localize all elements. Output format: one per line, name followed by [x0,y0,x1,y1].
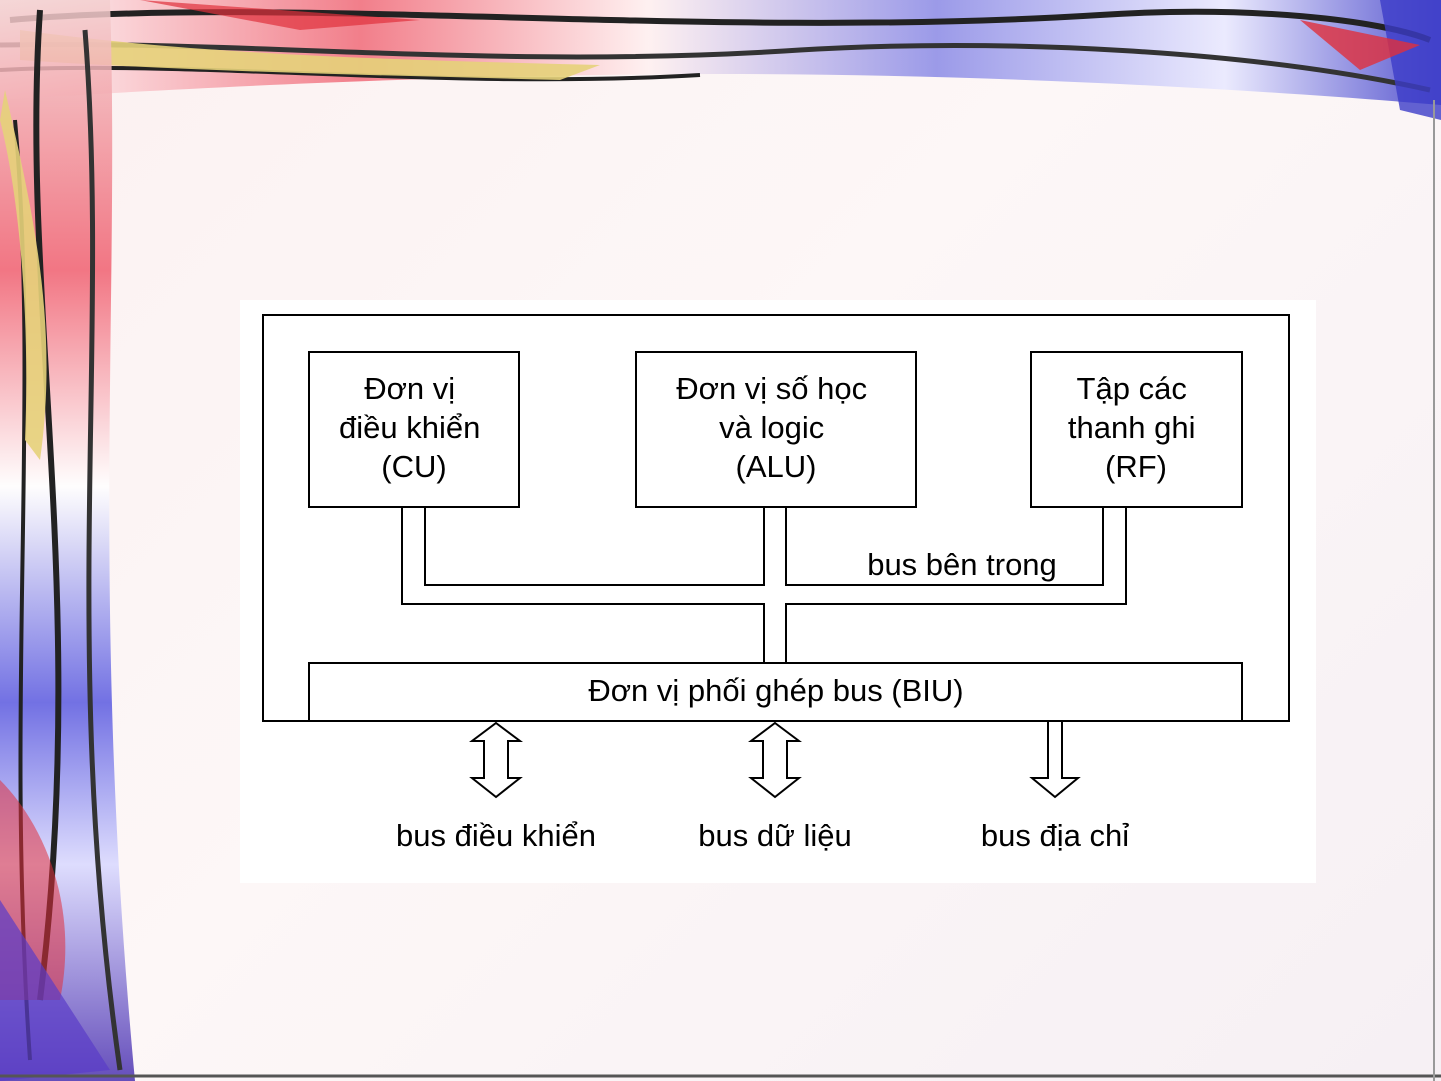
alu-label-line-2: và logic [719,410,824,445]
rf-label-line-2: thanh ghi [1068,410,1196,445]
data-bus-arrow [751,723,799,797]
rf-label-line-1: Tập các [1077,371,1187,406]
internal-bus-label: bus bên trong [867,547,1057,582]
data-bus-label: bus dữ liệu [698,818,851,853]
internal-bus [402,507,1126,663]
address-bus-arrow [1032,721,1078,797]
alu-label-line-3: (ALU) [736,449,817,484]
address-bus-label: bus địa chỉ [981,818,1129,853]
control-bus-arrow [472,723,520,797]
alu-label-line-1: Đơn vị số học [676,371,867,406]
cu-label-line-1: Đơn vị [364,371,455,406]
cpu-block-diagram: Đơn vị điều khiển (CU) Đơn vị số học và … [240,300,1316,883]
control-bus-label: bus điều khiển [396,818,596,853]
cu-label-line-2: điều khiển [339,410,480,445]
cu-label-line-3: (CU) [381,449,446,484]
biu-label: Đơn vị phối ghép bus (BIU) [588,673,963,708]
svg-text:Tập các thanh ghi: Tập các thanh ghi (RF) [1068,371,1204,484]
svg-text:Đơn vị số học và logic: Đơn vị số học và logic (ALU) [676,371,876,484]
svg-text:Đơn vị điều khiển: Đơn vị điều khiển (CU) [339,371,489,484]
rf-label-line-3: (RF) [1105,449,1167,484]
